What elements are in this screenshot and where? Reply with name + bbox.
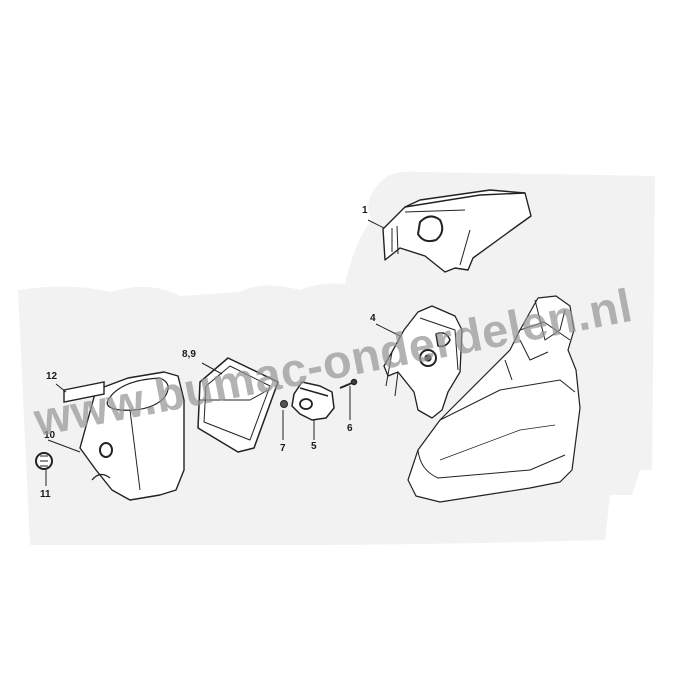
callout-10: 10 [44,430,56,441]
callout-5: 5 [311,441,317,452]
callout-1: 1 [362,205,368,216]
part-4-housing [383,305,463,419]
part-1-top-cover [382,189,532,273]
callout-12: 12 [46,371,58,382]
part-11-knob [35,452,53,470]
part-6-screw [339,378,358,389]
callout-4: 4 [370,313,376,324]
callout-6: 6 [347,423,353,434]
part-saw-body [407,295,581,503]
part-12-decal [63,381,105,403]
callout-8-9: 8,9 [182,349,196,360]
part-5-carburetor [291,381,335,421]
part-7-nut [280,400,288,408]
callout-7: 7 [280,443,286,454]
part-10-filter-cover [79,371,185,501]
leader-lines [45,219,401,486]
callout-11: 11 [40,489,51,500]
part-8-9-air-filter [197,357,279,453]
